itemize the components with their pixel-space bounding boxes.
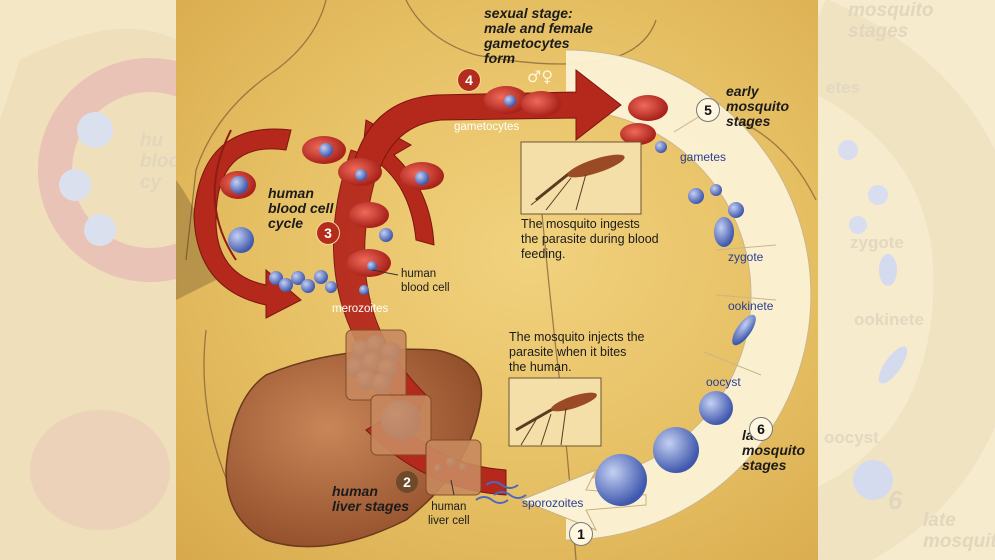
step-2-badge: 2 — [396, 471, 418, 493]
step-6-badge: 6 — [749, 417, 773, 441]
ghost-oocyst: oocyst — [824, 428, 879, 447]
diagram-artwork: ♂♀ — [176, 0, 817, 560]
diagram-panel: ♂♀ sexual stage: male and female gametoc… — [176, 0, 818, 560]
label-gametocytes: gametocytes — [454, 121, 520, 133]
faded-right-art — [818, 0, 995, 560]
label-gametes: gametes — [680, 150, 727, 164]
sporozoite-squiggles — [475, 481, 527, 504]
mosquito-inset-biting — [508, 377, 602, 447]
faded-background-left: hu blood cy — [0, 0, 192, 560]
step-5-badge: 5 — [696, 98, 720, 122]
label-early-mosquito-stages: early mosquito stages — [726, 83, 789, 129]
label-ookinete: ookinete — [728, 299, 774, 313]
label-merozoites: merozoites — [332, 303, 389, 315]
ghost-mosquito-stages: mosquito stages — [848, 0, 934, 42]
ghost-zygote: zygote — [850, 233, 904, 252]
label-human-blood-cell-cycle: human blood cell cycle — [268, 185, 334, 231]
ghost-late-mosquito: late mosquito — [923, 510, 995, 552]
label-zygote: zygote — [728, 250, 764, 264]
step-4-badge: 4 — [457, 68, 481, 92]
faded-background-right: mosquito stages etes zygote ookinete ooc… — [818, 0, 995, 560]
liver-cells — [345, 329, 482, 496]
label-sporozoites: sporozoites — [522, 496, 584, 510]
mosquito-inset-feeding — [520, 141, 642, 215]
caption-mosquito-ingests: The mosquito ingests the parasite during… — [521, 217, 659, 261]
label-human-liver-stages: human liver stages — [332, 483, 410, 514]
step-3-badge: 3 — [316, 221, 340, 245]
gender-symbols: ♂♀ — [527, 67, 553, 86]
caption-mosquito-injects: The mosquito injects the parasite when i… — [509, 330, 645, 374]
ghost-gametes: etes — [826, 78, 861, 97]
ghost-ookinete: ookinete — [854, 310, 924, 329]
label-oocyst: oocyst — [706, 375, 741, 389]
sporozoite-arrow — [519, 469, 647, 531]
label-human-blood-cell: human blood cell — [401, 268, 450, 294]
faded-left-art — [0, 28, 176, 560]
step-1-badge: 1 — [569, 522, 593, 546]
label-human-liver-cell: human liver cell — [428, 501, 470, 527]
label-sexual-stage: sexual stage: male and female gametocyte… — [484, 5, 593, 66]
ghost-step-6: 6 — [888, 485, 903, 515]
